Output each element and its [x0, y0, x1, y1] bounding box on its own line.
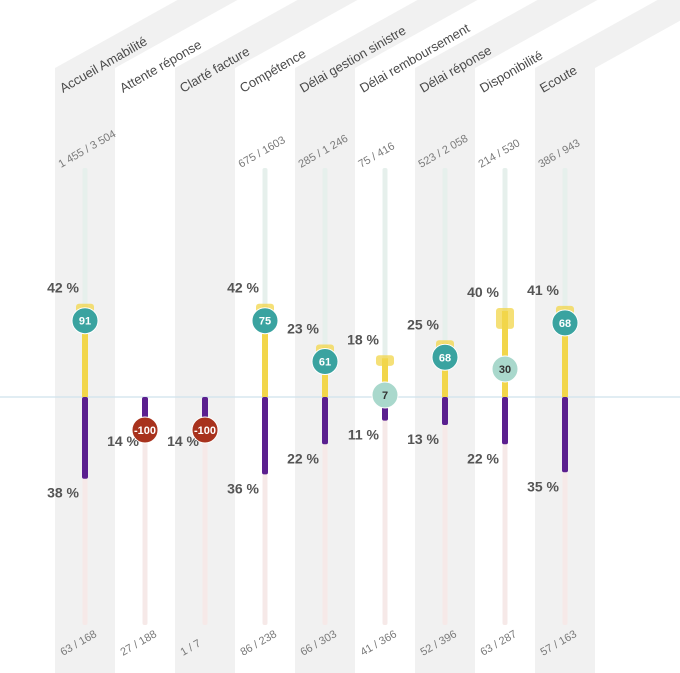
bottom-track-2 — [202, 397, 208, 625]
positive-bar-7 — [502, 311, 508, 397]
score-circle-6 — [431, 343, 459, 371]
bottom-track-6 — [442, 397, 448, 625]
negative-bar-6 — [442, 397, 448, 425]
bottom-track-1 — [142, 397, 148, 625]
score-circle-3 — [251, 307, 279, 335]
percent-negative-0: 38 % — [47, 485, 79, 501]
column-background-2 — [175, 0, 358, 673]
top-track-5 — [382, 168, 388, 397]
percent-negative-4: 22 % — [287, 450, 319, 466]
score-label-7: 30 — [499, 364, 511, 376]
score-circle-1 — [131, 416, 159, 444]
column-background-4 — [295, 0, 478, 673]
score-label-6: 68 — [439, 352, 451, 364]
percent-positive-5: 18 % — [347, 331, 379, 347]
positive-bar-5 — [382, 358, 388, 397]
positive-bar-3 — [262, 306, 268, 397]
score-circle-2 — [191, 416, 219, 444]
score-label-8: 68 — [559, 318, 571, 330]
percent-negative-2: 14 % — [167, 433, 199, 449]
score-circle-8 — [551, 309, 579, 337]
percent-negative-1: 14 % — [107, 433, 139, 449]
negative-bar-8 — [562, 397, 568, 473]
top-track-4 — [322, 168, 328, 397]
positive-bar-0 — [82, 306, 88, 397]
count-top-3: 675 / 1603 — [237, 134, 288, 170]
score-label-5: 7 — [382, 390, 388, 402]
percent-negative-5: 11 % — [348, 427, 380, 443]
percent-negative-6: 13 % — [407, 431, 439, 447]
percent-positive-0: 42 % — [47, 280, 79, 296]
percent-positive-4: 23 % — [287, 321, 319, 337]
percent-positive-7: 40 % — [467, 284, 499, 300]
count-bottom-1: 27 / 188 — [119, 628, 159, 658]
percent-negative-7: 22 % — [467, 450, 499, 466]
bottom-track-4 — [322, 397, 328, 625]
count-bottom-3: 86 / 238 — [239, 628, 279, 658]
score-label-1: -100 — [134, 425, 156, 437]
score-circle-5 — [371, 381, 399, 409]
column-background-6 — [415, 0, 598, 673]
bottom-track-7 — [502, 397, 508, 625]
count-bottom-7: 63 / 287 — [479, 628, 519, 658]
count-bottom-5: 41 / 366 — [359, 628, 399, 658]
negative-bar-7 — [502, 397, 508, 445]
top-track-6 — [442, 168, 448, 397]
negative-bar-3 — [262, 397, 268, 475]
score-label-4: 61 — [319, 357, 331, 369]
negative-bar-4 — [322, 397, 328, 445]
negative-bar-0 — [82, 397, 88, 479]
score-label-0: 91 — [79, 316, 91, 328]
score-label-3: 75 — [259, 316, 271, 328]
percent-negative-3: 36 % — [227, 480, 259, 496]
percent-positive-6: 25 % — [407, 316, 439, 332]
percent-negative-8: 35 % — [527, 478, 559, 494]
score-circle-4 — [311, 348, 339, 376]
positive-bar-8 — [562, 308, 568, 397]
score-circle-7 — [491, 355, 519, 383]
score-label-2: -100 — [194, 425, 216, 437]
count-top-5: 75 / 416 — [357, 140, 397, 170]
column-background-0 — [55, 0, 238, 673]
percent-positive-8: 41 % — [527, 282, 559, 298]
count-top-7: 214 / 530 — [477, 137, 523, 170]
percent-positive-3: 42 % — [227, 280, 259, 296]
column-background-8 — [535, 0, 680, 673]
score-circle-0 — [71, 307, 99, 335]
bottom-track-5 — [382, 397, 388, 625]
